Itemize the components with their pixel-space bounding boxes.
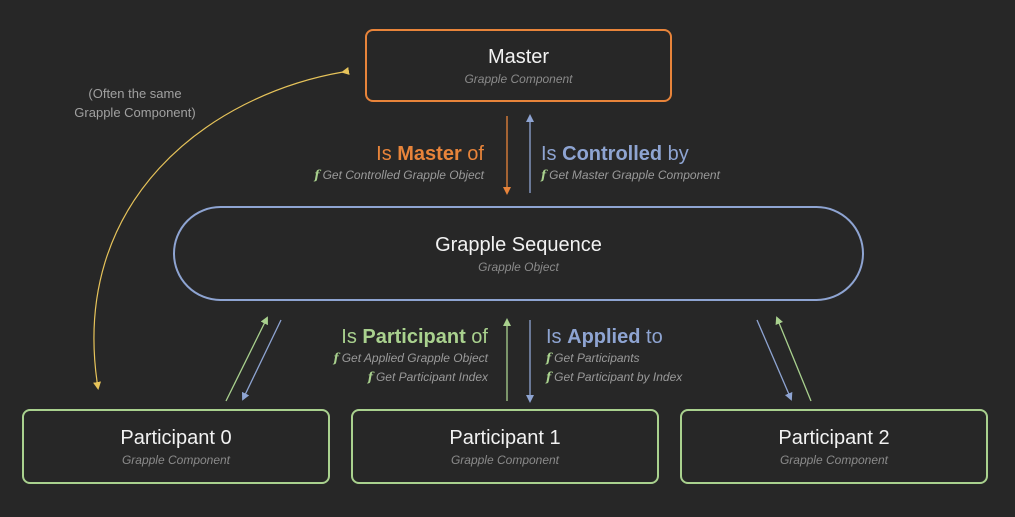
function-label: Get Participant by Index: [554, 370, 683, 384]
arrow-sequence-to-p2: [756, 319, 793, 401]
participant-1-subtitle: Grapple Component: [450, 453, 560, 467]
relation-is-master-of-label: Is Master of: [314, 143, 484, 166]
function-label: Get Master Grapple Component: [549, 168, 720, 182]
arrow-sequence-to-p0: [241, 319, 282, 401]
function-icon: f: [541, 168, 547, 182]
function-label: Get Controlled Grapple Object: [322, 168, 484, 182]
function-label: Get Participant Index: [375, 370, 488, 384]
relation-prefix: Is: [546, 326, 568, 348]
note-line-2: Grapple Component): [74, 105, 196, 120]
relation-suffix: by: [662, 143, 689, 165]
relation-is-controlled-by-label: Is Controlled by: [541, 143, 720, 166]
relation-prefix: Is: [541, 143, 563, 165]
grapple-sequence-node: Grapple Sequence Grapple Object: [173, 206, 864, 301]
sequence-subtitle: Grapple Object: [478, 260, 559, 274]
participant-1-node: Participant 1 Grapple Component: [351, 409, 659, 484]
relation-suffix: of: [465, 326, 488, 348]
relation-is-applied-to-label: Is Applied to: [546, 326, 682, 349]
participant-2-node: Participant 2 Grapple Component: [680, 409, 988, 484]
participant-0-subtitle: Grapple Component: [121, 453, 231, 467]
function-label: Get Applied Grapple Object: [341, 351, 488, 365]
arrow-same-component-curve: [93, 67, 350, 390]
relation-keyword: Master: [397, 143, 462, 165]
arrow-p0-to-sequence: [225, 316, 268, 402]
participant-2-subtitle: Grapple Component: [779, 453, 889, 467]
function-icon: f: [367, 370, 373, 384]
function-icon: f: [314, 168, 320, 182]
function-icon: f: [546, 351, 552, 365]
participant-2-title: Participant 2: [778, 427, 890, 449]
note-line-1: (Often the same: [88, 86, 182, 101]
relation-prefix: Is: [376, 143, 398, 165]
function-label: Get Participants: [554, 351, 640, 365]
function-icon: f: [546, 370, 552, 384]
relation-suffix: to: [640, 326, 663, 348]
master-title: Master: [487, 46, 550, 68]
master-node: Master Grapple Component: [365, 29, 672, 102]
arrow-p2-to-sequence: [775, 316, 812, 402]
sequence-title: Grapple Sequence: [435, 234, 602, 256]
relation-prefix: Is: [341, 326, 363, 348]
relation-keyword: Controlled: [562, 143, 663, 165]
master-subtitle: Grapple Component: [464, 72, 573, 86]
participant-1-title: Participant 1: [449, 427, 561, 449]
same-component-note: (Often the same Grapple Component): [60, 84, 210, 122]
relation-suffix: of: [461, 143, 484, 165]
relation-is-participant-of-label: Is Participant of: [334, 326, 488, 349]
function-icon: f: [333, 351, 339, 365]
participant-0-node: Participant 0 Grapple Component: [22, 409, 330, 484]
relation-keyword: Applied: [567, 326, 641, 348]
participant-0-title: Participant 0: [120, 427, 232, 449]
relation-keyword: Participant: [362, 326, 466, 348]
